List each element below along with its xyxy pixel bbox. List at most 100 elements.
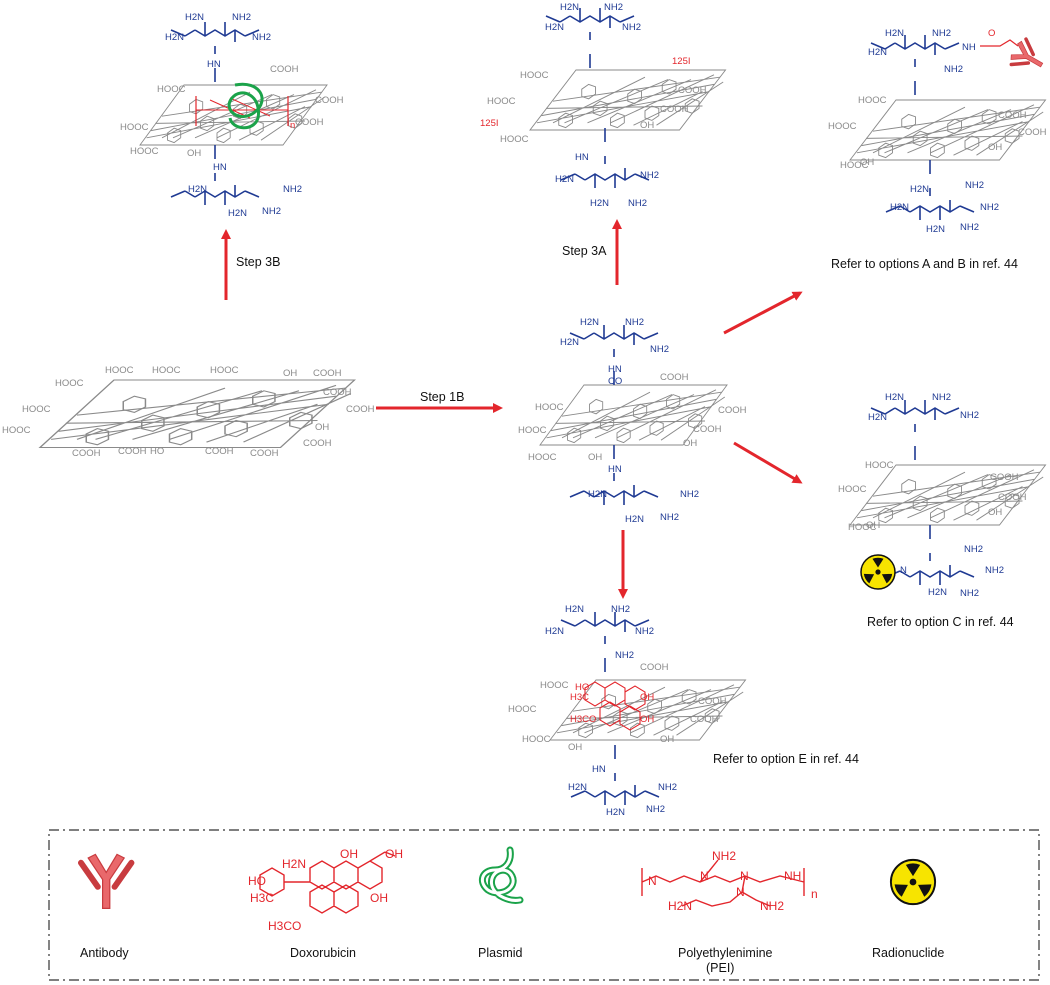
h2n-label: H2N <box>868 47 887 58</box>
nh2-label: NH2 <box>980 202 999 213</box>
hooc-label: HOOC <box>828 121 857 132</box>
nh2-label: NH2 <box>232 12 251 23</box>
hooc-label: HOOC <box>840 160 869 171</box>
h2n-label: H2N <box>885 392 904 403</box>
h2n-label: H2N <box>928 587 947 598</box>
pei-nh: NH <box>784 869 801 883</box>
nh2-label: NH2 <box>283 184 302 195</box>
h3c-label: H3C <box>570 692 589 703</box>
arrow-to-option-c <box>733 441 803 484</box>
legend-item-plasmid: Plasmid <box>478 846 524 960</box>
oh-label: OH <box>187 148 201 159</box>
antibody-icon <box>81 854 131 908</box>
co-label: CO <box>608 376 622 387</box>
h2n-label: H2N <box>185 12 204 23</box>
dox-h3co: H3CO <box>268 919 301 933</box>
hooc-label: HOOC <box>858 95 887 106</box>
pei-n: N <box>648 874 657 888</box>
h2n-label: H2N <box>555 174 574 185</box>
nh2-label: NH2 <box>660 512 679 523</box>
dox-oh: OH <box>370 891 388 905</box>
dox-h2n: H2N <box>282 857 306 871</box>
h2n-label: H2N <box>568 782 587 793</box>
pei-structure-icon <box>641 859 805 907</box>
h2n-label: H2N <box>910 184 929 195</box>
legend-label-doxorubicin: Doxorubicin <box>290 946 356 960</box>
nh2-label: NH2 <box>680 489 699 500</box>
caption-options-ab: Refer to options A and B in ref. 44 <box>831 257 1018 271</box>
hooc-label: HOOC <box>152 365 181 376</box>
h2n-label: H2N <box>565 604 584 615</box>
plasmid-coil <box>227 82 264 130</box>
cooh-label: COOH <box>270 64 299 75</box>
hooc-label: HOOC <box>130 146 159 157</box>
h2n-label: H2N <box>868 412 887 423</box>
n-label: N <box>900 565 907 576</box>
cooh-label: COOH <box>323 387 352 398</box>
cooh-label: COOH <box>640 662 669 673</box>
hn-label: HN <box>592 764 606 775</box>
oh-label: OH <box>660 734 674 745</box>
dox-h3c: H3C <box>250 891 274 905</box>
cooh-label: COOH <box>72 448 101 459</box>
nh2-label: NH2 <box>615 650 634 661</box>
h2n-label: H2N <box>560 2 579 13</box>
step-3b-label: Step 3B <box>236 255 280 269</box>
cooh-label: COOH <box>998 110 1027 121</box>
nh2-label: NH2 <box>625 317 644 328</box>
pei-n-subscript: n <box>290 120 295 131</box>
pei-n-subscript: n <box>811 887 818 901</box>
cooh-label: COOH <box>313 368 342 379</box>
nh-label: NH <box>962 42 976 53</box>
cooh-label: COOH <box>118 446 147 457</box>
dox-ho: HO <box>248 874 266 888</box>
oh-label: OH <box>683 438 697 449</box>
caption-option-e: Refer to option E in ref. 44 <box>713 752 859 766</box>
oh-label: OH <box>640 692 654 703</box>
hn-label: HN <box>575 152 589 163</box>
arrow-to-options-ab <box>723 291 803 335</box>
nh2-label: NH2 <box>985 565 1004 576</box>
step-3a-label: Step 3A <box>562 244 607 258</box>
h2n-label: H2N <box>228 208 247 219</box>
h2n-label: H2N <box>188 184 207 195</box>
hooc-label: HOOC <box>55 378 84 389</box>
cooh-label: COOH <box>303 438 332 449</box>
doxorubicin-structure-icon <box>259 851 396 914</box>
nh2-label: NH2 <box>932 28 951 39</box>
pei-nh2: NH2 <box>712 849 736 863</box>
radionuclide-conjugated-graphene: H2N NH2 H2N NH2 HOOC COOH HOOC COOH HOOC… <box>838 392 1046 599</box>
legend: Antibody H2N HO H3C OH OH OH H3CO Doxoru… <box>48 829 1040 981</box>
carbonyl-o-label: O <box>988 28 995 39</box>
caption-option-c: Refer to option C in ref. 44 <box>867 615 1014 629</box>
oh-label: OH <box>640 120 654 131</box>
pei-n: N <box>700 869 709 883</box>
legend-item-doxorubicin: H2N HO H3C OH OH OH H3CO Doxorubicin <box>248 847 403 960</box>
hooc-label: HOOC <box>500 134 529 145</box>
step-1b-label: Step 1B <box>420 390 464 404</box>
cooh-label: COOH <box>315 95 344 106</box>
oh-label: OH <box>988 142 1002 153</box>
nh2-label: NH2 <box>628 198 647 209</box>
oh-label: OH <box>988 507 1002 518</box>
cooh-label: COOH <box>678 85 707 96</box>
hn-label: HN <box>213 162 227 173</box>
nh2-label: NH2 <box>964 544 983 555</box>
hooc-label: HOOC <box>120 122 149 133</box>
cooh-label: COOH <box>990 472 1019 483</box>
hooc-label: HOOC <box>522 734 551 745</box>
cooh-label: COOH <box>1018 127 1047 138</box>
ho-label: HO <box>575 682 589 693</box>
h2n-label: H2N <box>545 22 564 33</box>
cooh-label: COOH <box>660 372 689 383</box>
nh2-label: NH2 <box>640 170 659 181</box>
iodine-labeled-graphene: H2N NH2 H2N NH2 HOOC COOH HOOC COOH HOOC… <box>480 2 726 209</box>
pegylated-graphene-center: H2N NH2 H2N NH2 HN CO COOH HOOC COOH HOO… <box>518 317 747 525</box>
hooc-label: HOOC <box>848 522 877 533</box>
hooc-label: HOOC <box>838 484 867 495</box>
oh-label: OH <box>866 520 880 531</box>
legend-item-antibody: Antibody <box>80 854 131 960</box>
nh2-label: NH2 <box>604 2 623 13</box>
hooc-label: HOOC <box>2 425 31 436</box>
